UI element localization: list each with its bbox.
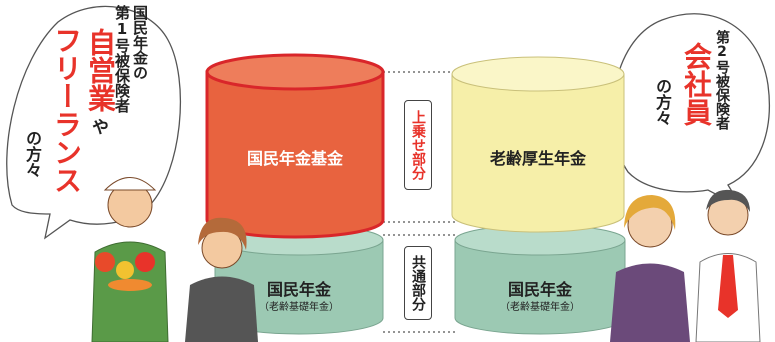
lower-left-subtitle: （老齢基礎年金） (259, 302, 339, 313)
left-people-illustration (91, 177, 258, 342)
left-bubble-line4: フリーランス (50, 26, 83, 194)
upper-tier-label-box: 上乗せ部分 (404, 100, 432, 190)
lower-right-subtitle: （老齢基礎年金） (500, 302, 580, 313)
right-bubble-line1: 第2号被保険者 (714, 30, 730, 130)
lower-tier-label: 共通部分 (410, 255, 426, 311)
lower-right-title: 国民年金 (507, 280, 572, 299)
lower-right-cylinder (454, 224, 626, 335)
right-bubble-line3: の方々 (653, 78, 672, 126)
upper-right-label: 老齢厚生年金 (489, 149, 586, 168)
lower-tier-label-box: 共通部分 (404, 246, 432, 320)
right-people-illustration (610, 189, 761, 342)
left-bubble-line3b: や (88, 118, 108, 135)
upper-left-label: 国民年金基金 (246, 149, 343, 168)
left-bubble-line3: 自営業 (84, 28, 117, 112)
left-bubble-line2: 第1号被保険者 (113, 5, 131, 113)
left-bubble-line5: の方々 (23, 130, 42, 178)
upper-left-cylinder (205, 53, 385, 239)
lower-left-title: 国民年金 (266, 280, 331, 299)
upper-right-cylinder (451, 56, 625, 233)
right-bubble-line2: 会社員 (680, 42, 713, 126)
left-bubble-line1: 国民年金の (131, 5, 149, 80)
upper-tier-label: 上乗せ部分 (410, 110, 426, 180)
